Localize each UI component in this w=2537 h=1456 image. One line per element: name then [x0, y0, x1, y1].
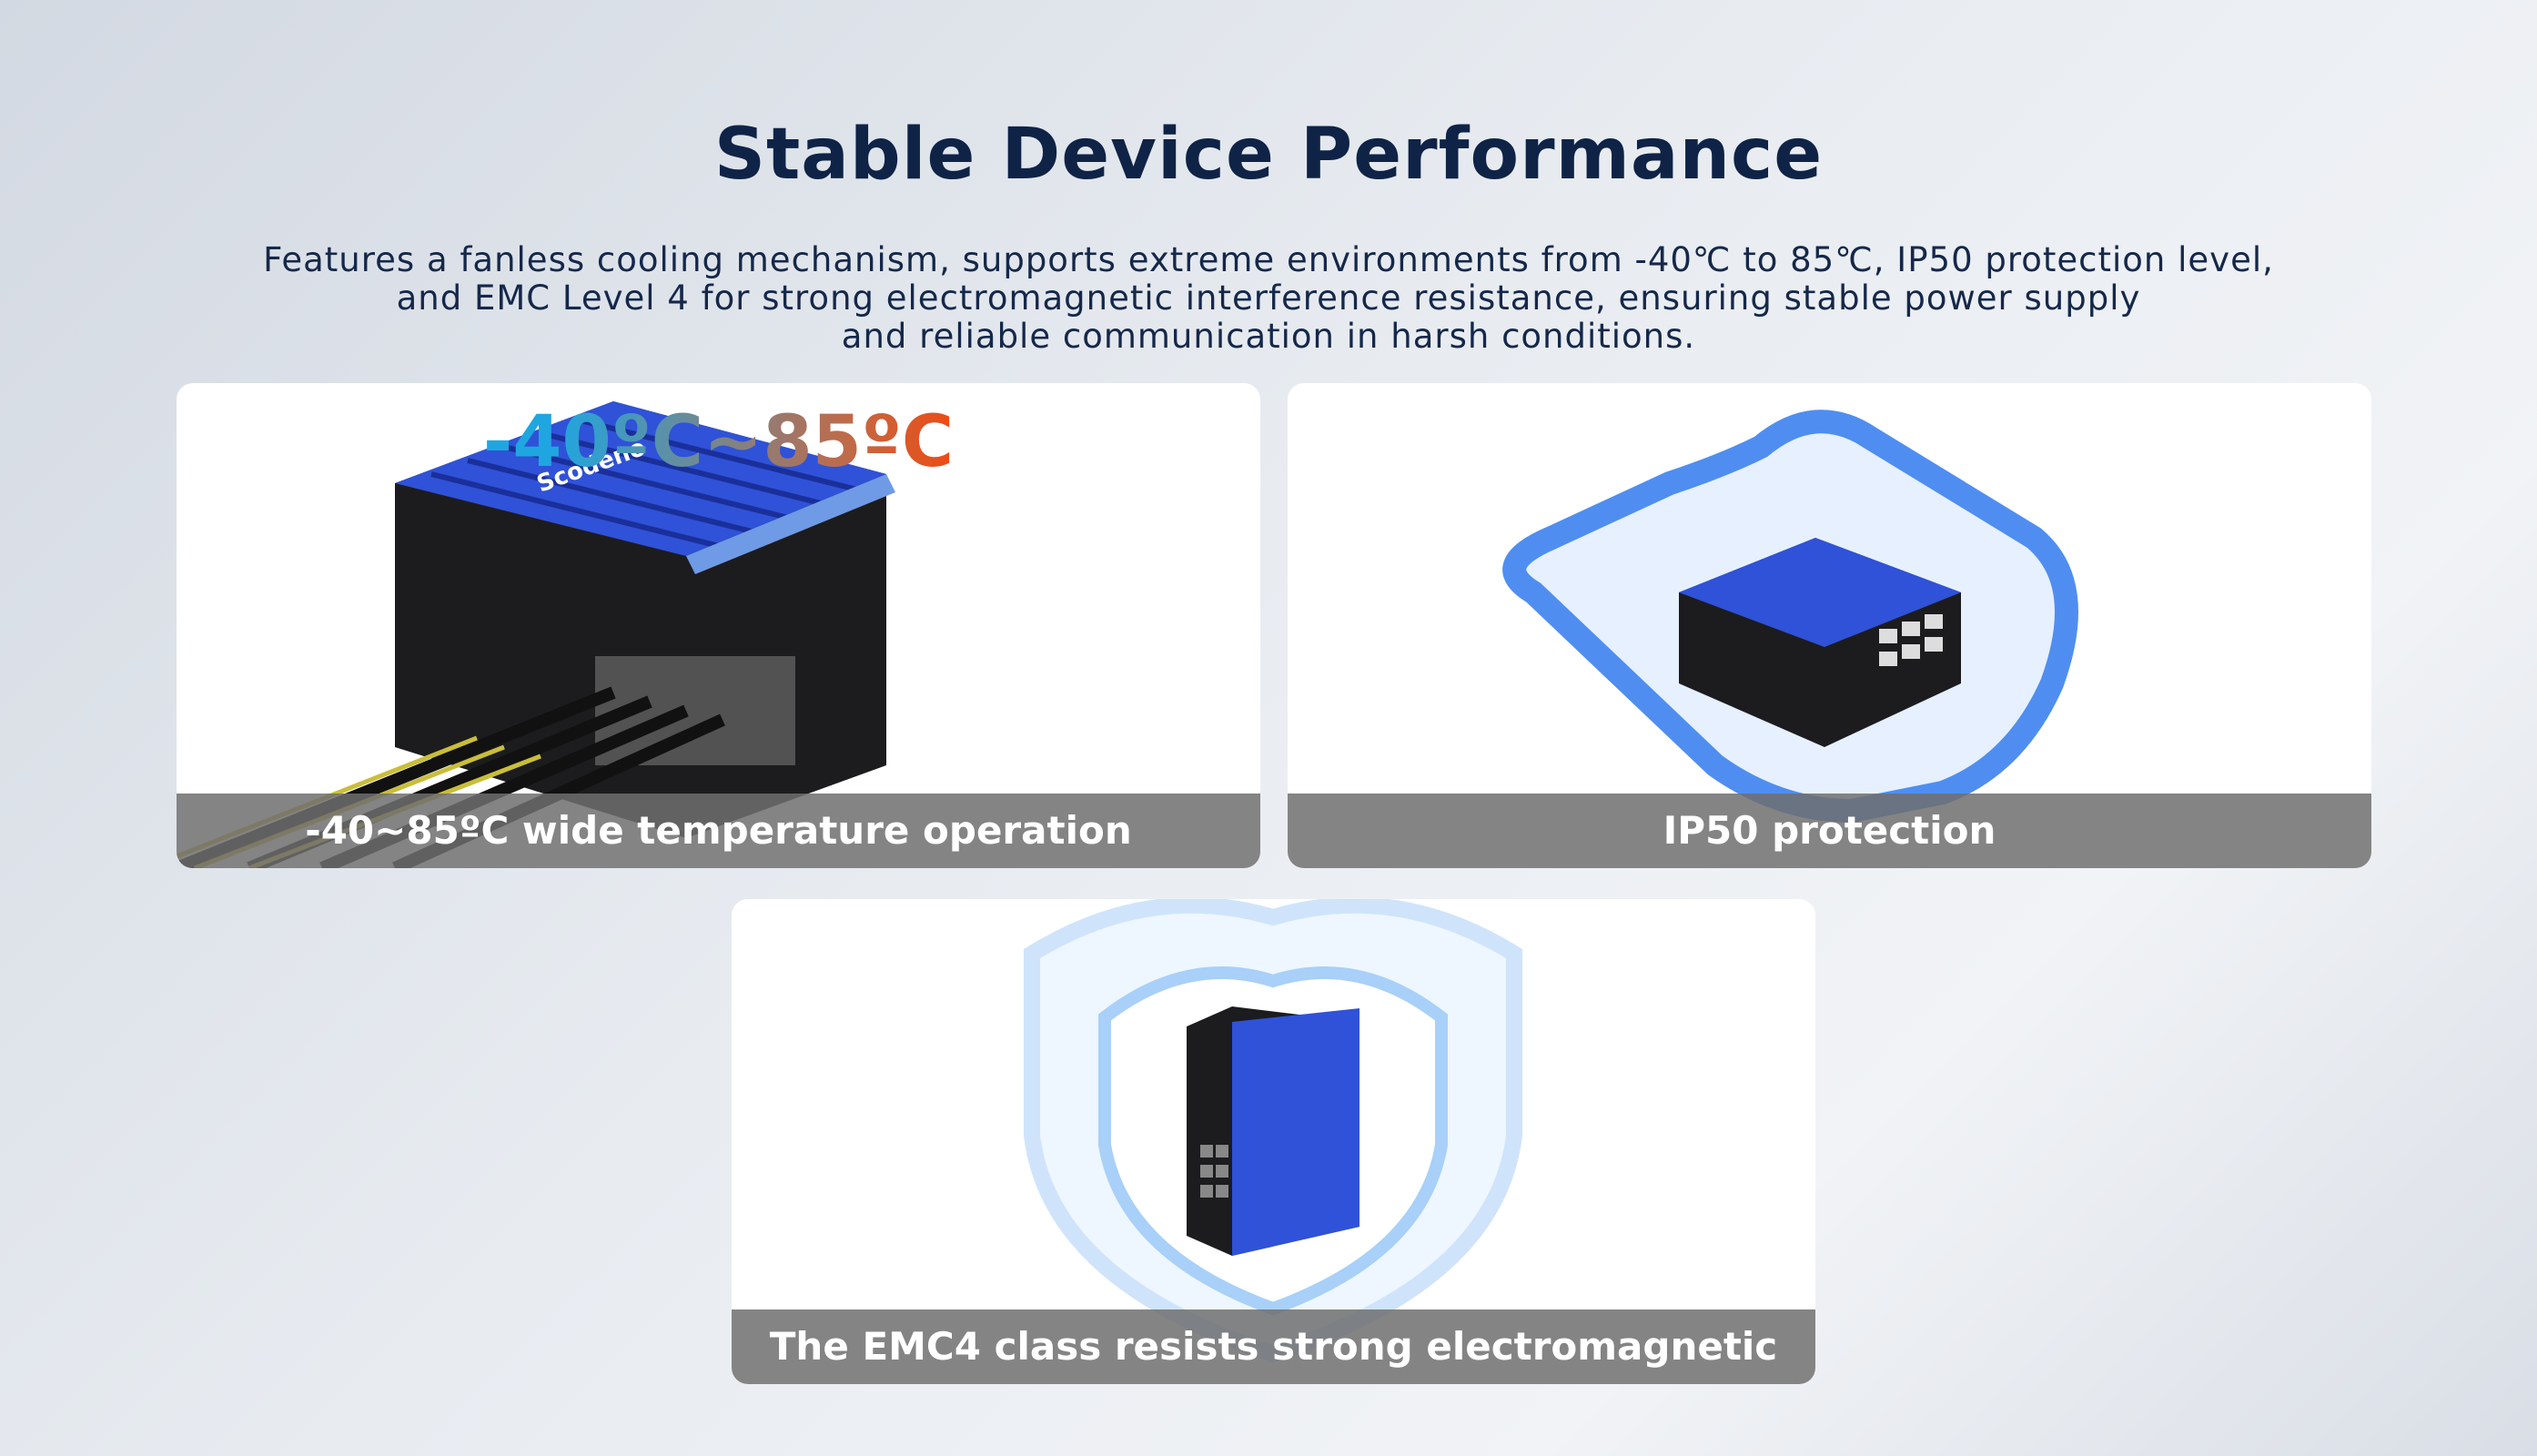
temperature-card: Scodeno -40ºC~85ºC -40~85ºC wide tempera…: [177, 383, 1260, 868]
shield-switch-image: [1502, 410, 2078, 824]
card-caption: -40~85ºC wide temperature operation: [177, 794, 1260, 868]
ip50-card: IP50 protection: [1288, 383, 2371, 868]
card-caption: The EMC4 class resists strong electromag…: [732, 1309, 1815, 1384]
description-line: and reliable communication in harsh cond…: [841, 317, 1696, 356]
emc4-card: The EMC4 class resists strong electromag…: [732, 899, 1815, 1384]
card-caption: IP50 protection: [1288, 794, 2371, 868]
description-line: and EMC Level 4 for strong electromagnet…: [396, 278, 2141, 318]
page-title: Stable Device Performance: [713, 114, 1824, 196]
description-line: Features a fanless cooling mechanism, su…: [263, 240, 2274, 279]
page-description: Features a fanless cooling mechanism, su…: [0, 241, 2537, 356]
temperature-range-label: -40ºC~85ºC: [177, 401, 1260, 483]
shield-switch-image: [1024, 899, 1522, 1363]
